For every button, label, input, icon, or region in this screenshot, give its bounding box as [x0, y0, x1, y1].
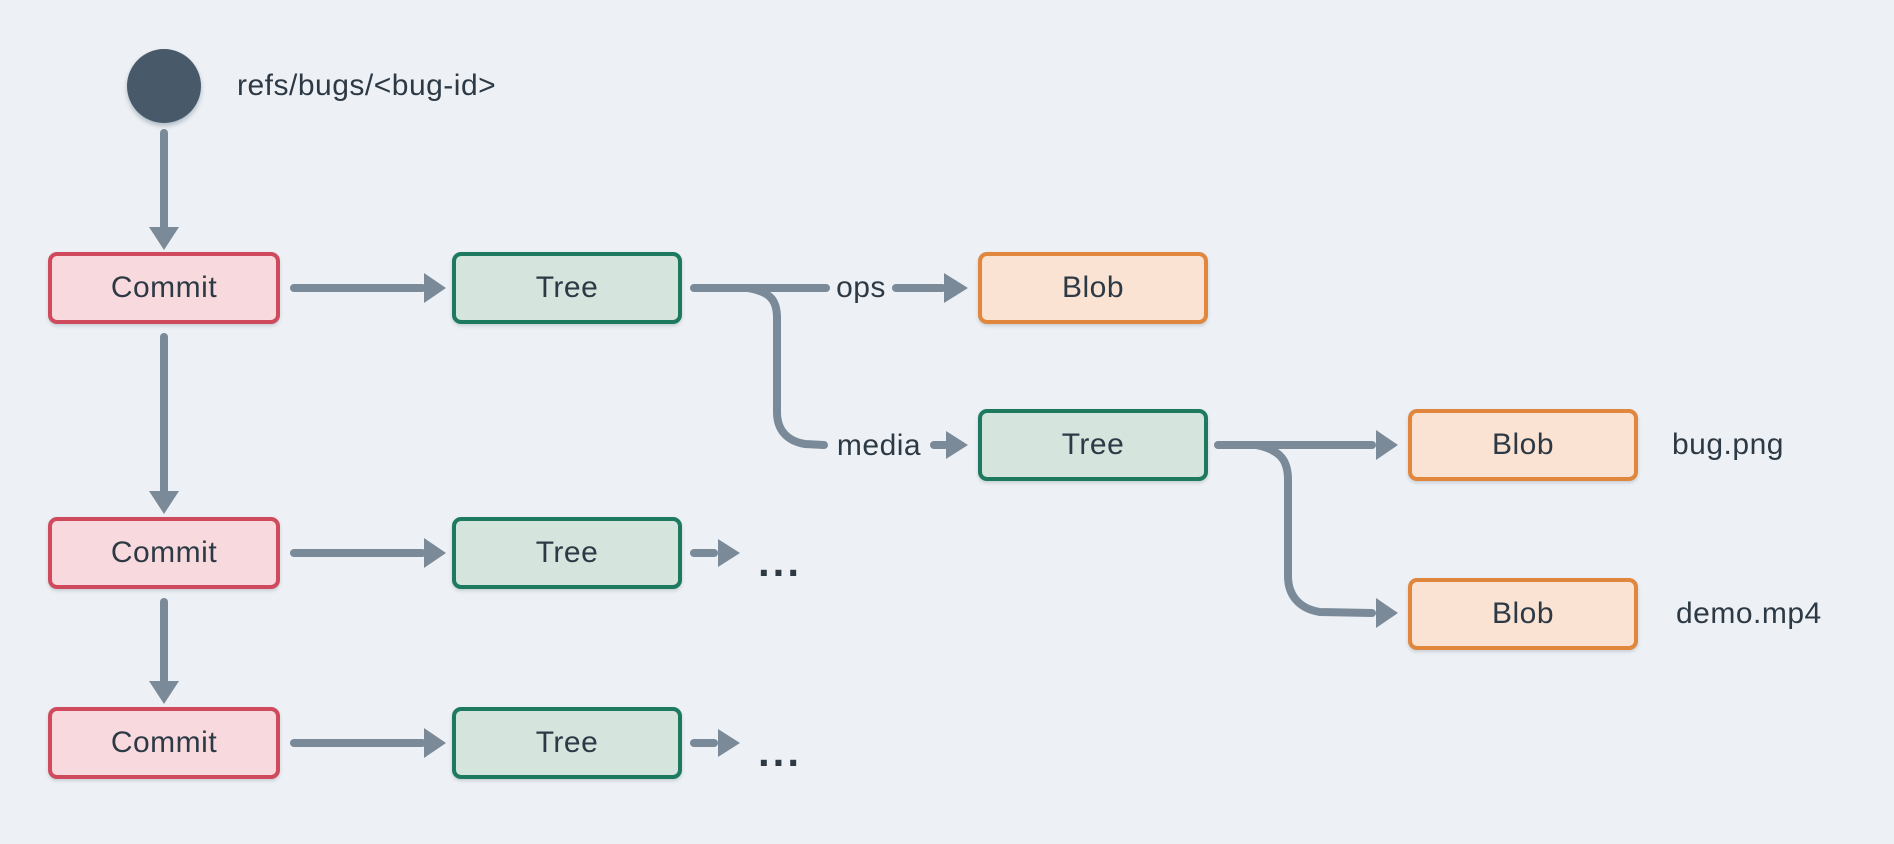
- arrowhead-tree-row3-ellipsis: [718, 729, 740, 757]
- arrowhead-tree-media-blob-bug: [1376, 430, 1398, 460]
- arrowhead-commit2-tree-row2: [424, 538, 446, 568]
- blob-node-ops: Blob: [978, 252, 1208, 324]
- tree-node-1: Tree: [452, 252, 682, 324]
- ref-circle: [127, 49, 201, 123]
- tree-node-row2: Tree: [452, 517, 682, 589]
- arrowhead-commit1-tree1: [424, 273, 446, 303]
- blob-node-demo: Blob: [1408, 578, 1638, 650]
- blob-node-ops-label: Blob: [1061, 271, 1125, 304]
- commit-node-3: Commit: [48, 707, 280, 779]
- edge-label-media: media: [836, 429, 922, 462]
- commit-node-2: Commit: [48, 517, 280, 589]
- tree-node-row3: Tree: [452, 707, 682, 779]
- arrowhead-commit1-commit2: [149, 491, 179, 514]
- edge-label-ops: ops: [836, 271, 886, 304]
- arrowhead-tree-media-blob-demo: [1376, 598, 1398, 628]
- ref-label: refs/bugs/<bug-id>: [237, 69, 497, 102]
- commit-node-2-label: Commit: [110, 536, 218, 569]
- arrowhead-ops-blob: [944, 273, 968, 303]
- blob-node-bug: Blob: [1408, 409, 1638, 481]
- tree-node-row3-label: Tree: [535, 726, 599, 759]
- blob-node-demo-label: Blob: [1491, 597, 1555, 630]
- arrowhead-commit2-commit3: [149, 681, 179, 704]
- commit-node-1-label: Commit: [110, 271, 218, 304]
- arrowhead-media-tree: [946, 431, 968, 459]
- file-label-demo-mp4: demo.mp4: [1676, 597, 1822, 630]
- ellipsis-row2: ...: [758, 538, 803, 585]
- file-label-bug-png: bug.png: [1672, 428, 1784, 461]
- blob-node-bug-label: Blob: [1491, 428, 1555, 461]
- tree-node-media-label: Tree: [1061, 428, 1125, 461]
- commit-node-1: Commit: [48, 252, 280, 324]
- ellipsis-row3: ...: [758, 728, 803, 775]
- edge-tree1-to-media-label: [744, 284, 828, 449]
- tree-node-media: Tree: [978, 409, 1208, 481]
- arrowhead-tree-row2-ellipsis: [718, 539, 740, 567]
- edge-tree-media-to-blob-demo: [1252, 441, 1376, 617]
- tree-node-1-label: Tree: [535, 271, 599, 304]
- commit-node-3-label: Commit: [110, 726, 218, 759]
- arrowhead-commit3-tree-row3: [424, 728, 446, 758]
- arrowhead-ref-commit1: [149, 227, 179, 250]
- tree-node-row2-label: Tree: [535, 536, 599, 569]
